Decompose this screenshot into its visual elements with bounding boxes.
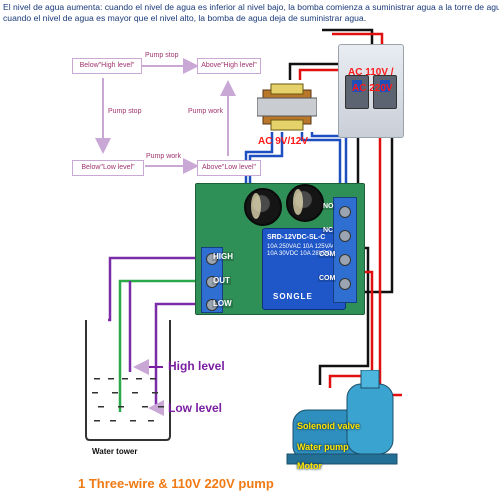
terminal-screw [339,206,351,218]
terminal-screw [206,276,218,288]
terminal-com-label-2: COM [318,275,337,282]
pump-label-solenoid: Solenoid valve [297,421,361,431]
wire-out-probe [118,279,201,412]
caption-line-2: cuando el nivel de agua es mayor que el … [3,13,367,23]
sensor-terminal-block [201,247,223,313]
terminal-low-label: LOW [212,299,233,308]
wire-high-probe [108,256,201,322]
terminal-screw [206,253,218,265]
pump-label-motor: Motor [297,461,322,471]
wire-mains-black [322,28,374,44]
flow-box-below-high: Below"High level" [72,58,142,74]
footer-title: 1 Three-wire & 110V 220V pump [78,476,274,491]
caption: El nivel de agua aumenta: cuando el nive… [3,2,499,24]
pump-label-water-pump: Water pump [297,442,349,452]
water-pump [286,370,398,465]
wire-low-probe [154,302,201,410]
flow-label-pump-stop-left: Pump stop [108,108,142,115]
terminal-screw [339,230,351,242]
mains-label-2: AC 220V [352,83,393,94]
flow-label-pump-work-bottom: Pump work [146,153,182,160]
terminal-com-label-1: COM [318,251,337,258]
relay-brand: SONGLE [273,292,313,301]
flow-label-pump-work-right: Pump work [188,108,224,115]
high-level-label: High level [168,359,225,373]
terminal-high-label: HIGH [212,252,234,261]
relay-ratings: 10A 250VAC 10A 125VAC 10A 30VDC 10A 28VD… [267,244,337,257]
transformer [257,83,317,131]
flow-box-below-low: Below"Low level" [72,160,144,176]
wire-transformer-blue-3 [300,132,342,198]
wire-mains-red [332,32,384,44]
water-tower [85,320,171,441]
flow-label-pump-stop-top: Pump stop [145,52,179,59]
caption-line-1: El nivel de agua aumenta: cuando el nive… [3,2,499,12]
breaker-switch-left [345,75,369,109]
capacitor-1 [244,188,282,226]
flow-box-above-high: Above"High level" [197,58,261,74]
terminal-out-label: OUT [212,276,231,285]
relay-terminal-block [333,197,357,303]
water-tower-label: Water tower [92,447,138,456]
flow-box-above-low: Above"Low level" [197,160,261,176]
capacitor-2 [286,184,324,222]
mains-label-1: AC 110V / [348,67,394,78]
breaker-switch-right [373,75,397,109]
wire-transformer-blue-4 [310,132,348,222]
terminal-no-label: NO [322,203,335,210]
low-level-label: Low level [168,401,223,415]
terminal-screw [339,254,351,266]
wire-transformer-red [298,68,338,80]
circuit-breaker [338,44,404,138]
terminal-screw [206,299,218,311]
transformer-label: AC 9V/12V [258,136,309,147]
terminal-nc-label: NC [322,227,335,234]
terminal-screw [339,278,351,290]
wire-transformer-black [288,62,338,80]
relay-model: SRD-12VDC-SL-C [267,234,326,241]
